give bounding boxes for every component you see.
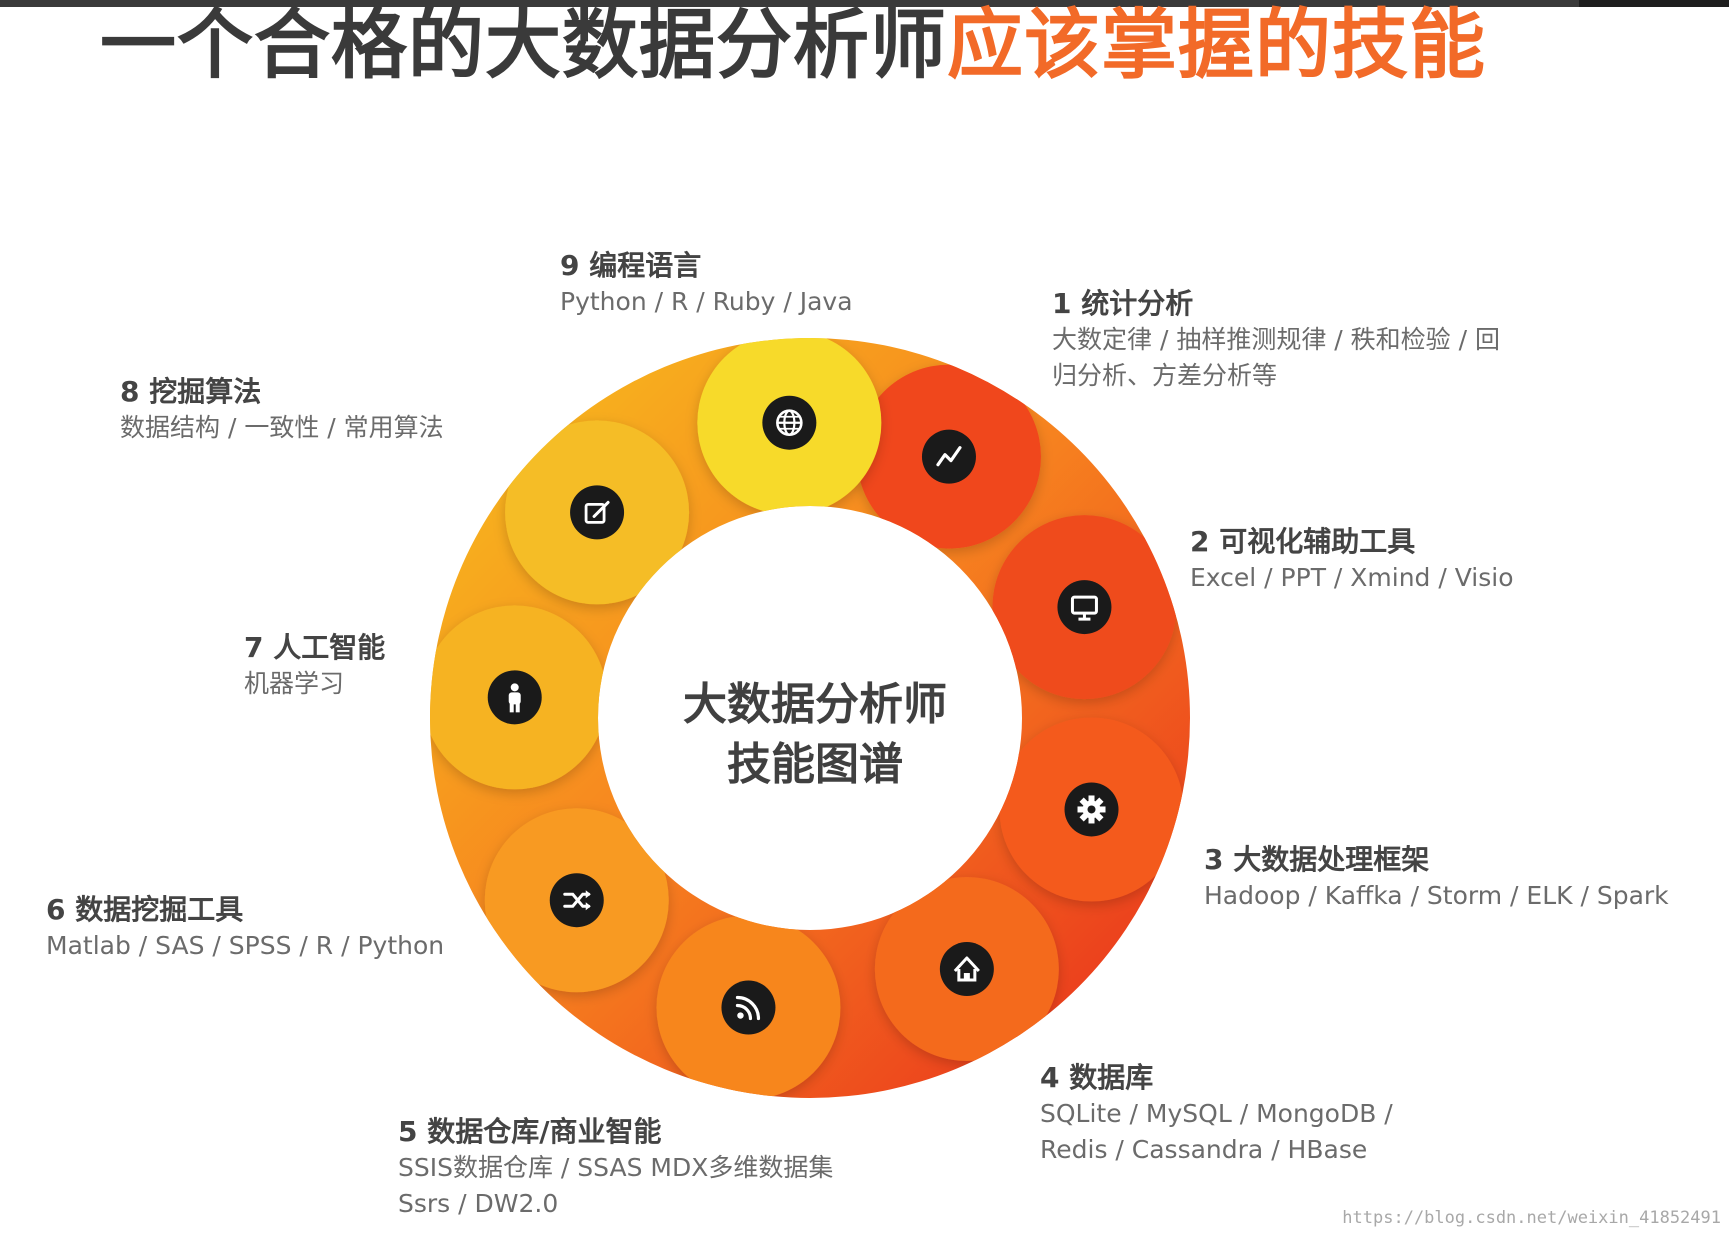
- skill-name: 可视化辅助工具: [1219, 525, 1416, 558]
- skill-num: 7: [244, 631, 264, 664]
- skill-label-7: 7 人工智能 机器学习: [244, 630, 385, 702]
- skill-num: 5: [398, 1115, 418, 1148]
- skill-desc: Matlab / SAS / SPSS / R / Python: [46, 931, 445, 960]
- skill-desc: 归分析、方差分析等: [1052, 361, 1278, 390]
- ring-segments: [430, 338, 1184, 1098]
- skill-num: 1: [1052, 287, 1072, 320]
- title-accent: 应该掌握的技能: [947, 0, 1486, 89]
- skill-name: 数据仓库/商业智能: [427, 1115, 662, 1148]
- shuffle-icon: [549, 873, 604, 928]
- page-title: 一个合格的大数据分析师应该掌握的技能: [100, 0, 1486, 90]
- edit-icon: [570, 485, 625, 540]
- skill-label-1: 1 统计分析 大数定律 / 抽样推测规律 / 秩和检验 / 回 归分析、方差分析…: [1052, 286, 1500, 394]
- skill-num: 6: [46, 893, 66, 926]
- center-title-line2: 技能图谱: [727, 739, 903, 790]
- ring-group: [430, 338, 1190, 1098]
- skill-name: 数据挖掘工具: [75, 893, 244, 926]
- skill-num: 4: [1040, 1061, 1060, 1094]
- watermark: https://blog.csdn.net/weixin_41852491: [1342, 1208, 1721, 1228]
- skill-desc: SSIS数据仓库 / SSAS MDX多维数据集: [398, 1153, 834, 1182]
- skill-label-3: 3 大数据处理框架 Hadoop / Kaffka / Storm / ELK …: [1204, 842, 1669, 914]
- skill-desc: Ssrs / DW2.0: [398, 1189, 559, 1218]
- skill-title: 4 数据库: [1040, 1060, 1393, 1096]
- skill-desc: Python / R / Ruby / Java: [560, 287, 853, 316]
- skill-desc: 数据结构 / 一致性 / 常用算法: [120, 413, 444, 442]
- skill-num: 9: [560, 249, 580, 282]
- line-chart-icon: [921, 429, 976, 484]
- skill-name: 数据库: [1069, 1061, 1154, 1094]
- icon-group: [487, 395, 1119, 1035]
- skill-desc: 大数定律 / 抽样推测规律 / 秩和检验 / 回: [1052, 325, 1500, 354]
- home-icon: [939, 942, 994, 997]
- globe-icon: [762, 395, 817, 450]
- skill-title: 8 挖掘算法: [120, 374, 444, 410]
- skill-title: 2 可视化辅助工具: [1190, 524, 1514, 560]
- skill-desc: 机器学习: [244, 669, 345, 698]
- skill-title: 7 人工智能: [244, 630, 385, 666]
- skill-name: 编程语言: [589, 249, 702, 282]
- skill-desc: SQLite / MySQL / MongoDB /: [1040, 1099, 1393, 1128]
- skill-name: 大数据处理框架: [1233, 843, 1430, 876]
- rss-icon: [721, 980, 776, 1035]
- skill-title: 6 数据挖掘工具: [46, 892, 444, 928]
- skill-title: 1 统计分析: [1052, 286, 1500, 322]
- title-dark: 一个合格的大数据分析师: [100, 0, 947, 89]
- skill-label-6: 6 数据挖掘工具 Matlab / SAS / SPSS / R / Pytho…: [46, 892, 444, 964]
- skill-desc: Excel / PPT / Xmind / Visio: [1190, 563, 1514, 592]
- center-title-line1: 大数据分析师: [683, 679, 947, 730]
- skill-name: 挖掘算法: [149, 375, 262, 408]
- person-icon: [487, 670, 542, 725]
- skill-title: 3 大数据处理框架: [1204, 842, 1669, 878]
- skill-name: 人工智能: [273, 631, 386, 664]
- skill-desc: Redis / Cassandra / HBase: [1040, 1135, 1368, 1164]
- center-title: 大数据分析师 技能图谱: [630, 675, 1000, 795]
- top-bar-right: [1579, 0, 1729, 7]
- skill-label-8: 8 挖掘算法 数据结构 / 一致性 / 常用算法: [120, 374, 444, 446]
- skill-num: 3: [1204, 843, 1224, 876]
- skill-label-4: 4 数据库 SQLite / MySQL / MongoDB / Redis /…: [1040, 1060, 1393, 1168]
- top-bar: [0, 0, 1729, 7]
- skill-label-5: 5 数据仓库/商业智能 SSIS数据仓库 / SSAS MDX多维数据集 Ssr…: [398, 1114, 833, 1222]
- gear-icon: [1064, 782, 1119, 837]
- skill-num: 8: [120, 375, 140, 408]
- skill-name: 统计分析: [1081, 287, 1194, 320]
- skill-desc: Hadoop / Kaffka / Storm / ELK / Spark: [1204, 881, 1669, 910]
- skill-title: 5 数据仓库/商业智能: [398, 1114, 833, 1150]
- skill-title: 9 编程语言: [560, 248, 853, 284]
- skill-label-9: 9 编程语言 Python / R / Ruby / Java: [560, 248, 853, 320]
- monitor-icon: [1057, 580, 1112, 635]
- skill-label-2: 2 可视化辅助工具 Excel / PPT / Xmind / Visio: [1190, 524, 1514, 596]
- skill-num: 2: [1190, 525, 1210, 558]
